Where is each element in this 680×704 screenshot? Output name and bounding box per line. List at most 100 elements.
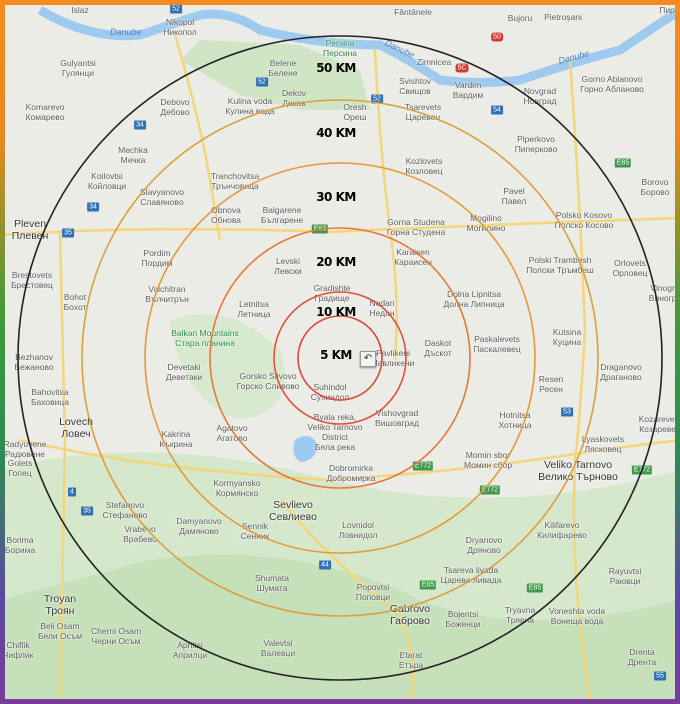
- place-name-cyrillic: Полско Косово: [554, 220, 614, 230]
- place-name-latin: Kormyansko: [213, 478, 261, 488]
- undo-button[interactable]: ↶: [360, 351, 376, 367]
- ring-label-40km: 40 KM: [316, 126, 356, 140]
- place-label[interactable]: Islaz: [71, 5, 88, 15]
- place-label[interactable]: Пир: [659, 5, 675, 15]
- place-label[interactable]: Bujoru: [508, 13, 533, 23]
- place-label[interactable]: Zimnicea: [417, 57, 451, 67]
- place-label[interactable]: Fântânele: [394, 7, 432, 17]
- place-label[interactable]: Pietroșani: [544, 12, 582, 22]
- place-label[interactable]: VinograВиногра: [649, 283, 675, 303]
